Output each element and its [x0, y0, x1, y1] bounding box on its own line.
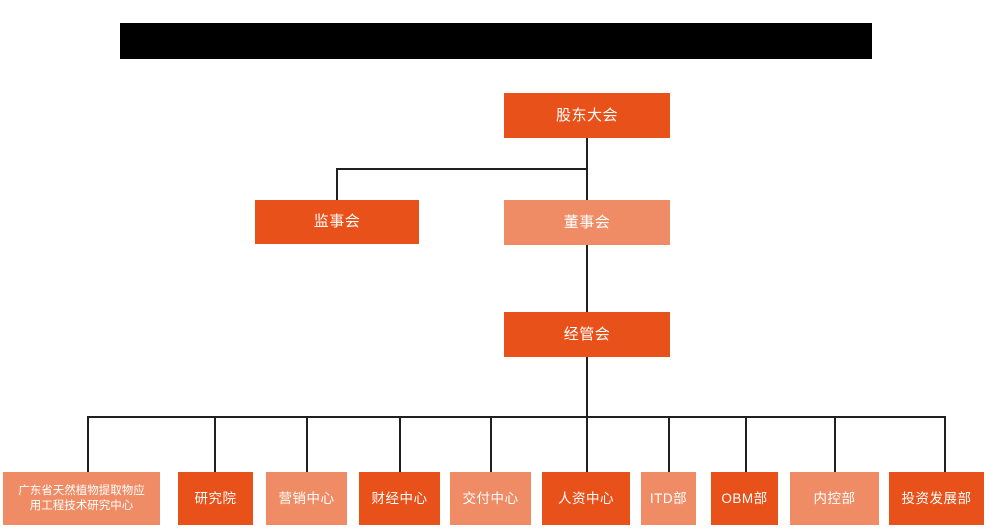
connector-dept-drop-3 — [306, 416, 308, 472]
connector-dept-drop-10 — [944, 416, 946, 472]
node-department-internal-control[interactable]: 内控部 — [790, 472, 879, 525]
node-shareholders-meeting[interactable]: 股东大会 — [504, 93, 670, 138]
node-department-obm[interactable]: OBM部 — [711, 472, 778, 525]
node-management-committee[interactable]: 经管会 — [504, 312, 670, 357]
connector-department-bus — [87, 416, 945, 418]
node-department-itd[interactable]: ITD部 — [641, 472, 696, 525]
connector-dept-drop-4 — [399, 416, 401, 472]
connector-management-down — [586, 357, 588, 418]
node-label: 交付中心 — [462, 490, 519, 506]
node-department-marketing-center[interactable]: 营销中心 — [266, 472, 347, 525]
node-label: 董事会 — [563, 213, 611, 231]
node-label: 人资中心 — [558, 490, 614, 506]
connector-dept-drop-7 — [668, 416, 670, 472]
node-label: 广东省天然植物提取物应 用工程技术研究中心 — [18, 484, 145, 512]
connector-dept-drop-2 — [214, 416, 216, 472]
node-label: 研究院 — [194, 490, 237, 506]
node-label: OBM部 — [721, 490, 768, 506]
connector-dept-drop-5 — [490, 416, 492, 472]
node-label: ITD部 — [649, 490, 688, 506]
connector-tier2-bus — [336, 168, 588, 170]
node-department-guangdong-research-center[interactable]: 广东省天然植物提取物应 用工程技术研究中心 — [3, 472, 160, 525]
node-label: 股东大会 — [555, 106, 618, 124]
node-label: 营销中心 — [278, 490, 335, 506]
node-department-finance-center[interactable]: 财经中心 — [359, 472, 440, 525]
node-department-research-institute[interactable]: 研究院 — [178, 472, 253, 525]
node-label: 监事会 — [313, 213, 361, 231]
node-department-delivery-center[interactable]: 交付中心 — [450, 472, 531, 525]
node-department-investment-development[interactable]: 投资发展部 — [889, 472, 984, 525]
connector-directors-to-management — [586, 245, 588, 312]
node-label: 内控部 — [813, 490, 856, 506]
node-label: 投资发展部 — [901, 490, 972, 506]
node-board-of-supervisors[interactable]: 监事会 — [255, 200, 419, 244]
connector-supervisors-down — [336, 168, 338, 201]
node-department-hr-center[interactable]: 人资中心 — [542, 472, 630, 525]
node-board-of-directors[interactable]: 董事会 — [504, 200, 670, 245]
connector-dept-drop-1 — [87, 416, 89, 472]
connector-dept-drop-9 — [834, 416, 836, 472]
node-label: 财经中心 — [371, 490, 428, 506]
redacted-title-bar — [120, 23, 872, 59]
connector-dept-drop-6 — [586, 416, 588, 472]
node-label: 经管会 — [563, 325, 611, 343]
connector-directors-down — [586, 168, 588, 201]
connector-dept-drop-8 — [745, 416, 747, 472]
connector-shareholders-down — [586, 138, 588, 170]
